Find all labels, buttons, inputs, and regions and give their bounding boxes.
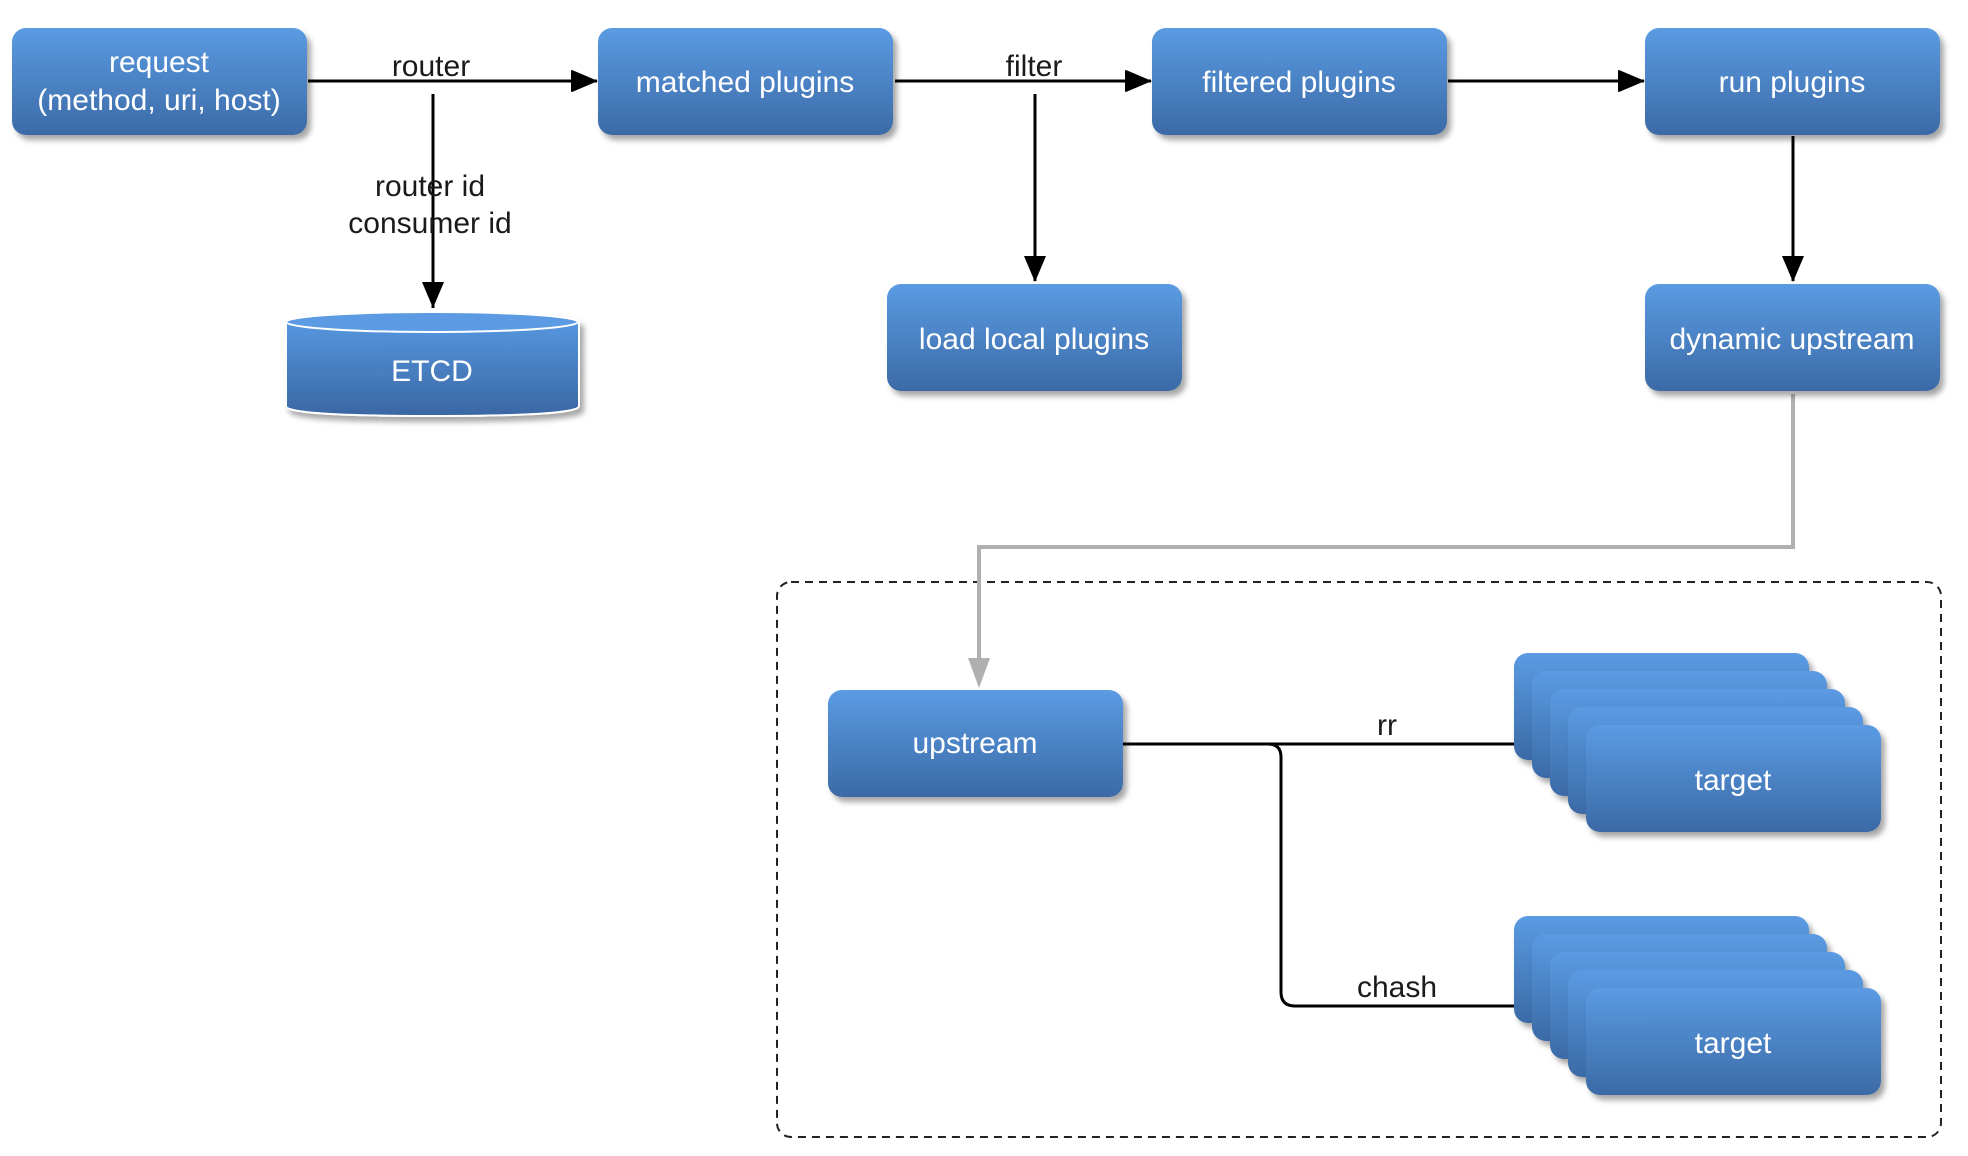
- node-dynamic-upstream: dynamic upstream: [1645, 284, 1940, 391]
- label-filter: filter: [1006, 50, 1063, 83]
- arrowhead-run: [1618, 70, 1644, 92]
- arrowhead-matched: [571, 70, 597, 92]
- arrowhead-filtered: [1125, 70, 1151, 92]
- node-request-line1: request: [109, 46, 210, 79]
- upstream-group-border: [776, 581, 1942, 1138]
- label-router-id: router id: [375, 170, 485, 203]
- arrowhead-load-local: [1024, 256, 1046, 282]
- edge-rr: [1123, 742, 1528, 1008]
- node-target-chash-label: target: [1695, 1027, 1772, 1060]
- node-filtered-plugins-label: filtered plugins: [1202, 66, 1395, 99]
- node-matched-plugins-label: matched plugins: [636, 66, 854, 99]
- node-target-stack-chash: target: [1514, 916, 1881, 1095]
- node-dynamic-upstream-label: dynamic upstream: [1669, 323, 1914, 356]
- node-load-local-plugins-label: load local plugins: [919, 323, 1149, 356]
- node-target-stack-rr: target: [1514, 653, 1881, 832]
- label-rr: rr: [1377, 709, 1397, 742]
- node-load-local-plugins: load local plugins: [887, 284, 1182, 391]
- label-router: router: [392, 50, 470, 83]
- node-etcd-label: ETCD: [391, 355, 473, 388]
- arrowhead-dynamic: [1782, 256, 1804, 282]
- node-run-plugins: run plugins: [1645, 28, 1940, 135]
- node-etcd: ETCD: [285, 311, 580, 418]
- node-request: request (method, uri, host): [12, 28, 307, 135]
- node-target-rr-label: target: [1695, 764, 1772, 797]
- node-request-line2: (method, uri, host): [37, 84, 280, 117]
- node-matched-plugins: matched plugins: [598, 28, 893, 135]
- gray-arrow-head: [968, 658, 990, 688]
- arrowhead-etcd: [422, 282, 444, 308]
- node-upstream-label: upstream: [912, 727, 1037, 760]
- label-consumer-id: consumer id: [348, 207, 511, 240]
- edge-dynamic-to-upstream: [977, 394, 1795, 660]
- node-run-plugins-label: run plugins: [1719, 66, 1866, 99]
- label-chash: chash: [1357, 971, 1437, 1004]
- node-filtered-plugins: filtered plugins: [1152, 28, 1447, 135]
- node-upstream: upstream: [828, 690, 1123, 797]
